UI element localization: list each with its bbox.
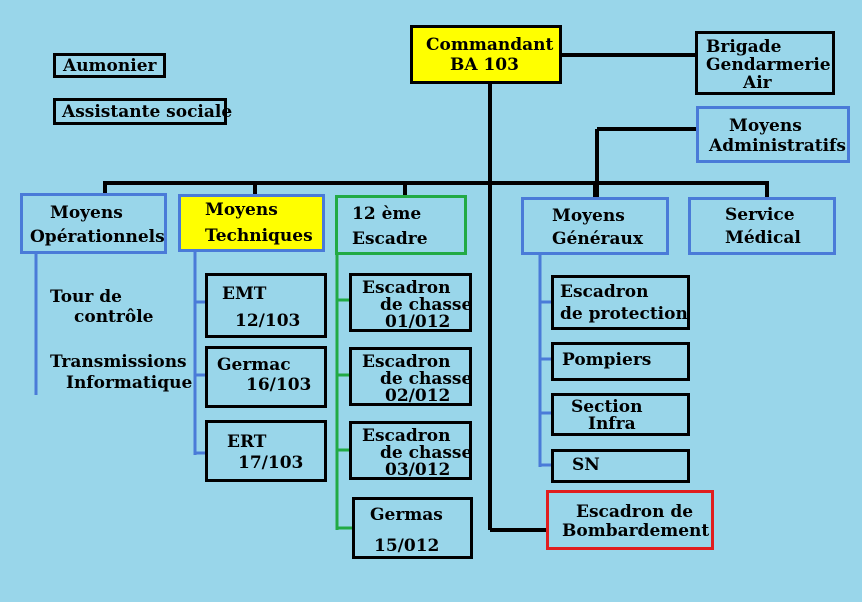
emt-line1: EMT — [222, 284, 267, 304]
commandant-box: Commandant BA 103 — [410, 25, 562, 84]
protection-line1: Escadron — [560, 282, 649, 302]
controle-label: contrôle — [74, 307, 154, 327]
emt-line2: 12/103 — [235, 311, 301, 331]
techniques-line2: Techniques — [205, 226, 313, 246]
escadron-chasse-03-box: Escadron de chasse 03/012 — [349, 421, 472, 480]
transmissions-label: Transmissions — [50, 352, 187, 372]
generaux-line2: Généraux — [552, 229, 643, 249]
assistante-sociale-box: Assistante sociale — [53, 98, 232, 125]
ec01-line2: de chasse — [380, 295, 473, 315]
sn-label: SN — [572, 455, 600, 475]
tour-de-label: Tour de — [50, 287, 122, 307]
sn-box: SN — [551, 449, 690, 483]
service-medical-box: Service Médical — [688, 197, 836, 255]
moyens-operationnels-box: Moyens Opérationnels — [20, 193, 167, 254]
gendarmerie-line2: Gendarmerie — [706, 55, 831, 75]
escadron-chasse-02-box: Escadron de chasse 02/012 — [349, 347, 472, 406]
pompiers-box: Pompiers — [551, 342, 690, 381]
germas-line2: 15/012 — [374, 536, 440, 556]
germac-line1: Germac — [217, 355, 291, 375]
gendarmerie-line3: Air — [743, 73, 772, 93]
infra-line2: Infra — [588, 414, 636, 434]
commandant-line1: Commandant — [426, 35, 554, 55]
moyens-generaux-box: Moyens Généraux — [521, 197, 669, 255]
operationnels-line1: Moyens — [50, 203, 123, 223]
protection-line2: de protection — [560, 304, 688, 324]
ec02-line1: Escadron — [362, 352, 451, 372]
ert-box: ERT 17/103 — [205, 420, 327, 482]
gendarmerie-line1: Brigade — [706, 37, 782, 57]
admin-line1: Moyens — [729, 116, 802, 136]
germas-box: Germas 15/012 — [352, 497, 473, 559]
ec01-line1: Escadron — [362, 278, 451, 298]
ec03-line3: 03/012 — [385, 460, 451, 480]
ert-line2: 17/103 — [238, 453, 304, 473]
gendarmerie-box: Brigade Gendarmerie Air — [695, 31, 835, 95]
escadre-line2: Escadre — [352, 229, 428, 249]
ec03-line2: de chasse — [380, 443, 473, 463]
generaux-line1: Moyens — [552, 206, 625, 226]
operationnels-line2: Opérationnels — [30, 227, 165, 247]
aumonier-box: Aumonier — [53, 53, 166, 78]
bombardement-line2: Bombardement — [562, 521, 710, 541]
medical-line1: Service — [725, 205, 795, 225]
escadron-bombardement-box: Escadron de Bombardement — [546, 490, 714, 550]
moyens-techniques-box: Moyens Techniques — [178, 194, 325, 252]
germac-line2: 16/103 — [246, 375, 312, 395]
escadre-box: 12 ème Escadre — [335, 195, 467, 255]
escadre-line1: 12 ème — [352, 204, 422, 224]
informatique-label: Informatique — [66, 373, 193, 393]
ec03-line1: Escadron — [362, 426, 451, 446]
commandant-line2: BA 103 — [450, 55, 519, 75]
section-infra-box: Section Infra — [551, 393, 690, 436]
escadron-protection-box: Escadron de protection — [551, 275, 690, 330]
emt-box: EMT 12/103 — [205, 273, 327, 338]
bombardement-line1: Escadron de — [576, 502, 694, 522]
infra-line1: Section — [571, 397, 643, 417]
medical-line2: Médical — [725, 228, 801, 248]
moyens-administratifs-box: Moyens Administratifs — [696, 106, 850, 163]
ec02-line3: 02/012 — [385, 386, 451, 406]
pompiers-label: Pompiers — [562, 350, 652, 370]
techniques-line1: Moyens — [205, 200, 278, 220]
aumonier-label: Aumonier — [63, 56, 157, 76]
ec02-line2: de chasse — [380, 369, 473, 389]
escadron-chasse-01-box: Escadron de chasse 01/012 — [349, 273, 472, 332]
germas-line1: Germas — [370, 505, 443, 525]
admin-line2: Administratifs — [709, 136, 846, 156]
germac-box: Germac 16/103 — [205, 346, 327, 408]
assistante-sociale-label: Assistante sociale — [62, 102, 233, 122]
ec01-line3: 01/012 — [385, 312, 451, 332]
ert-line1: ERT — [227, 432, 267, 452]
